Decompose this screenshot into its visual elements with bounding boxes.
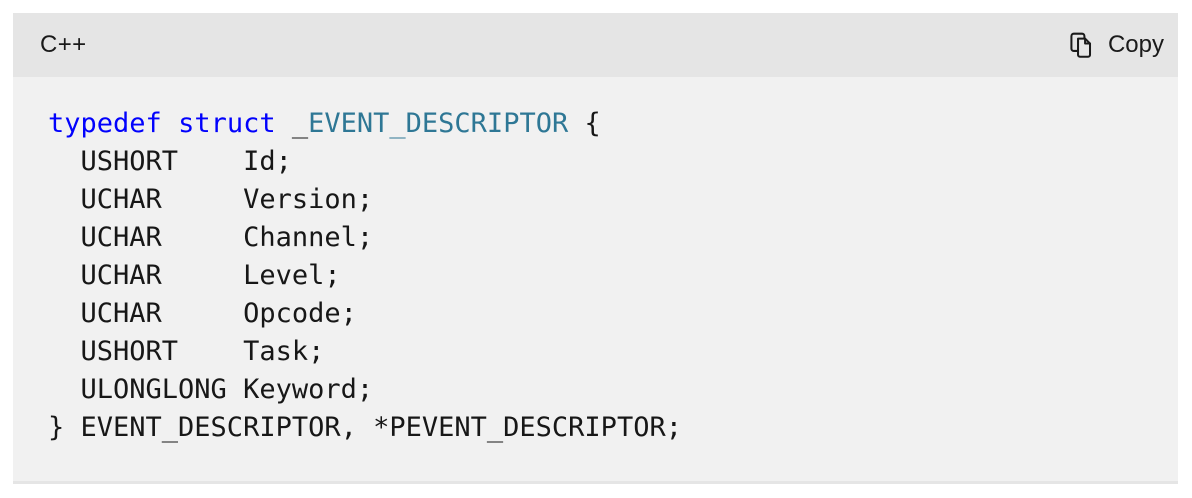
code-token-plain: _	[275, 108, 309, 139]
code-block-header: C++ Copy	[13, 13, 1178, 77]
code-token-plain: ULONGLONG Keyword;	[48, 374, 374, 405]
code-token-plain	[162, 108, 178, 139]
code-token-plain: } EVENT_DESCRIPTOR, *PEVENT_DESCRIPTOR;	[48, 412, 682, 443]
code-token-plain: UCHAR Level;	[48, 260, 341, 291]
code-token-plain: UCHAR Opcode;	[48, 298, 357, 329]
copy-button-label: Copy	[1107, 31, 1164, 58]
code-line: UCHAR Level;	[48, 257, 1158, 295]
code-token-plain: {	[568, 108, 601, 139]
code-token-type: EVENT_DESCRIPTOR	[308, 108, 569, 139]
code-block: C++ Copy typedef struct _EVENT_DESCRIPTO…	[13, 13, 1178, 484]
code-line: } EVENT_DESCRIPTOR, *PEVENT_DESCRIPTOR;	[48, 409, 1158, 447]
code-line: USHORT Task;	[48, 333, 1158, 371]
code-token-plain: UCHAR Version;	[48, 184, 374, 215]
code-token-keyword: struct	[178, 108, 276, 139]
code-line: typedef struct _EVENT_DESCRIPTOR {	[48, 105, 1158, 143]
copy-button[interactable]: Copy	[1062, 29, 1170, 61]
code-line: UCHAR Channel;	[48, 219, 1158, 257]
code-line: UCHAR Version;	[48, 181, 1158, 219]
code-line: USHORT Id;	[48, 143, 1158, 181]
language-label: C++	[40, 31, 87, 58]
code-line: ULONGLONG Keyword;	[48, 371, 1158, 409]
code-token-plain: USHORT Task;	[48, 336, 325, 367]
code-line: UCHAR Opcode;	[48, 295, 1158, 333]
code-token-keyword: typedef	[48, 108, 162, 139]
copy-pages-icon	[1068, 31, 1095, 59]
code-content: typedef struct _EVENT_DESCRIPTOR { USHOR…	[48, 105, 1158, 447]
code-token-plain: UCHAR Channel;	[48, 222, 374, 253]
code-body: typedef struct _EVENT_DESCRIPTOR { USHOR…	[13, 77, 1178, 484]
code-token-plain: USHORT Id;	[48, 146, 292, 177]
